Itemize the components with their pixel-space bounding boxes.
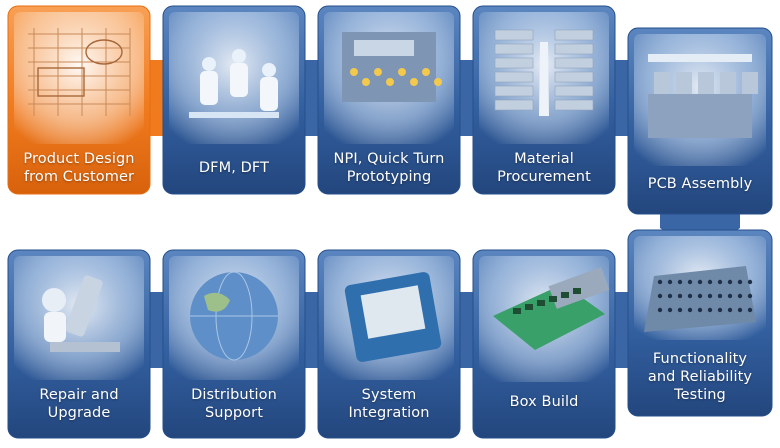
step-label-2: DFM, DFT: [198, 160, 270, 176]
step-label-10: Repair and Upgrade: [39, 387, 119, 421]
warehouse-icon: [479, 12, 609, 144]
assembly-line-icon: [634, 34, 766, 166]
microscope-icon: [14, 256, 144, 380]
engineers-icon: [169, 12, 299, 144]
globe-icon: [169, 256, 299, 380]
step-label-3: NPI, Quick Turn Prototyping: [333, 151, 445, 185]
machine-icon: [324, 12, 454, 144]
circuit-board-icon: [479, 256, 610, 382]
test-instrument-icon: [324, 256, 454, 380]
test-board-icon: [634, 236, 766, 340]
step-label-5: PCB Assembly: [647, 176, 753, 192]
step-label-9: Distribution Support: [191, 387, 277, 421]
step-label-7: Box Build: [509, 394, 579, 410]
blueprint-icon: [14, 12, 144, 144]
step-label-4: Material Procurement: [497, 151, 591, 185]
step-label-1: Product Design from Customer: [23, 151, 135, 185]
step-label-6: Functionality and Reliability Testing: [647, 351, 753, 403]
step-label-8: System Integration: [348, 387, 430, 421]
